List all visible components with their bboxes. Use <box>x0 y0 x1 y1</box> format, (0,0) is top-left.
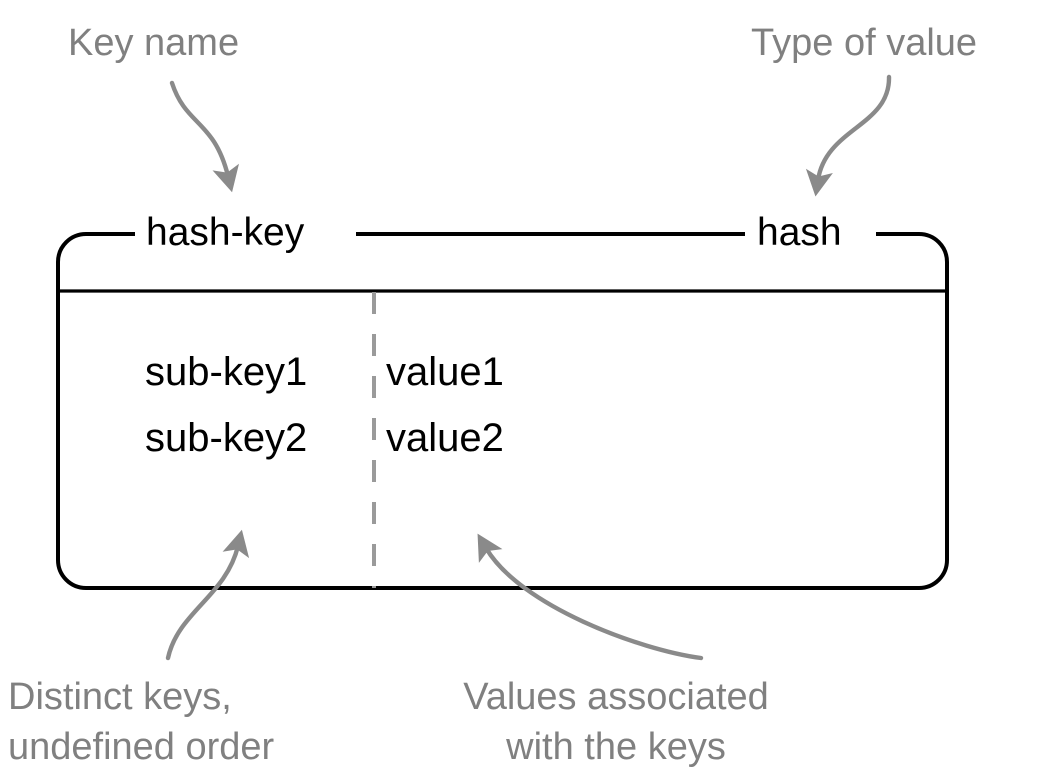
entry-value-2: value2 <box>386 416 504 460</box>
hash-key-label: hash-key <box>146 211 305 254</box>
annotation-key-name: Key name <box>68 22 240 64</box>
annotation-distinct-keys: Distinct keys, undefined order <box>8 676 275 769</box>
curved-arrow-up-icon-distinct-keys <box>165 529 250 661</box>
curved-arrow-down-icon-key-name <box>169 80 239 193</box>
annotation-values-associated: Values associated with the keys <box>463 676 769 769</box>
hash-type-label: hash <box>757 211 842 254</box>
curved-arrow-up-left-icon-values <box>477 533 704 661</box>
hash-container-outline <box>56 232 949 590</box>
annotation-type-of-value: Type of value <box>751 22 978 64</box>
curved-arrow-down-icon-type-of-value <box>805 74 892 197</box>
entry-sub-key-1: sub-key1 <box>145 350 308 394</box>
entry-sub-key-2: sub-key2 <box>145 416 308 460</box>
entry-value-1: value1 <box>386 350 504 394</box>
